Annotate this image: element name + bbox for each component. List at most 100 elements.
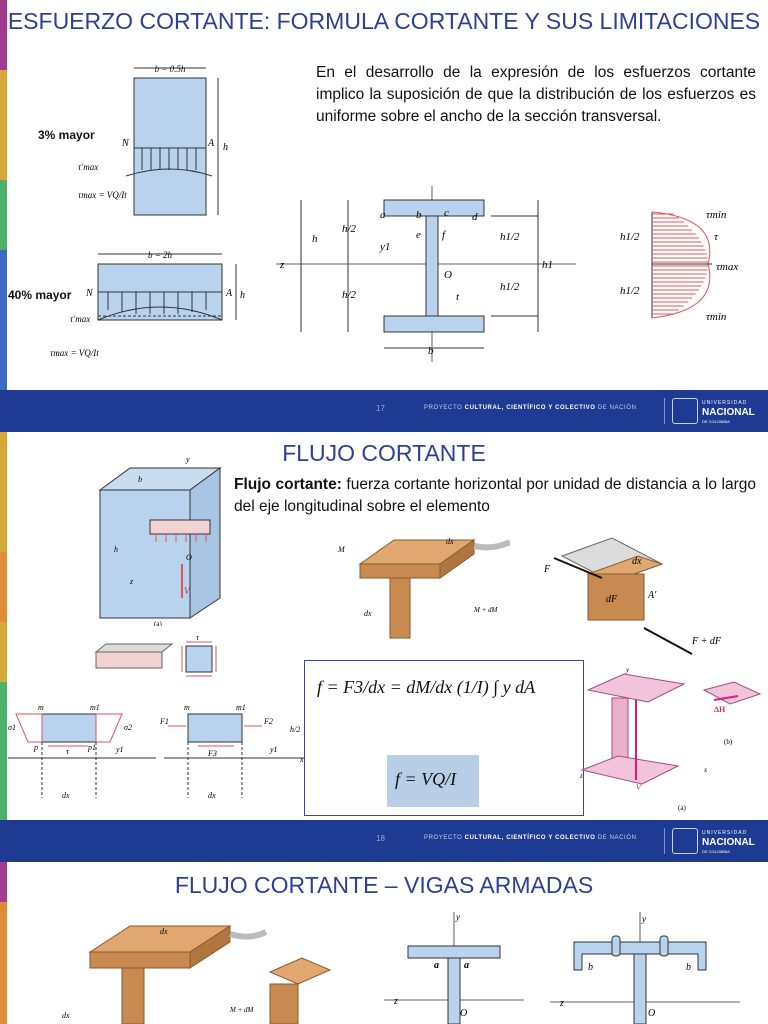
label-f-df: F + dF — [691, 636, 722, 647]
label-f2: F2 — [263, 717, 273, 726]
label-x-pink: x — [703, 766, 708, 774]
label-o: O — [186, 553, 192, 562]
label-fig-b: (b) — [724, 738, 733, 746]
tau-prime-bottom: τ′max — [70, 314, 90, 324]
label-delta-h: ΔH — [714, 705, 726, 714]
dim-b-bottom: b = 2h — [148, 250, 173, 260]
label-f3: F3 — [207, 749, 217, 758]
label-n-bottom: N — [85, 288, 94, 299]
label-sigma1: σ1 — [8, 723, 16, 732]
label-n-top: N — [121, 138, 130, 149]
dim-b-top: b = 0.5h — [155, 64, 186, 74]
dist-h12-bot: h1/2 — [620, 285, 640, 297]
label-z-ch: z — [559, 998, 564, 1009]
label-a-left: a — [434, 960, 439, 971]
university-seal-icon — [672, 828, 698, 854]
label-df: dF — [606, 594, 618, 605]
label-x-b: x — [299, 755, 304, 764]
built-up-channel-figure: y b b z O — [550, 912, 740, 1024]
label-y: y — [185, 455, 190, 464]
label-y-t: y — [455, 912, 460, 922]
label-dx-s3: dx — [160, 927, 168, 936]
ibeam-h1: h1 — [542, 259, 553, 271]
footer-band-slide1: 17 PROYECTO CULTURAL, CIENTÍFICO Y COLEC… — [0, 390, 768, 432]
label-dx-top: dx — [446, 537, 454, 546]
label-40-percent: 40% mayor — [8, 288, 72, 302]
page-number: 17 — [376, 404, 385, 413]
formula-box: f = F3/dx = dM/dx (1/I) ∫ y dA f = VQ/I — [304, 660, 584, 816]
ibeam-h12-top: h1/2 — [500, 231, 520, 243]
dim-h-bottom: h — [240, 290, 245, 301]
label-z-t: z — [393, 996, 398, 1007]
label-v: V — [184, 586, 191, 596]
ibeam-z: z — [279, 259, 285, 271]
label-fig-a-pink: (a) — [678, 804, 686, 812]
accent-strip — [0, 180, 7, 250]
accent-strip — [0, 432, 7, 552]
slice-forces-figure: F F + dF dF A′ dx — [543, 537, 722, 655]
slide-title: FLUJO CORTANTE — [282, 440, 486, 466]
accent-strip — [0, 862, 7, 902]
tau-max-top: τmax = VQ/It — [78, 190, 127, 200]
label-h2-b: h/2 — [290, 725, 300, 734]
ibeam-bw: b — [428, 345, 434, 357]
label-b-right: b — [686, 962, 691, 973]
slide-title: ESFUERZO CORTANTE: FORMULA CORTANTE Y SU… — [7, 8, 761, 34]
ibeam-h2-top: h/2 — [342, 223, 357, 235]
accent-strip — [0, 70, 7, 180]
footer-text: PROYECTO CULTURAL, CIENTÍFICO Y COLECTIV… — [424, 405, 637, 411]
ibeam-o: O — [444, 269, 452, 281]
wood-beam-figure: M M + dM dx dx — [337, 537, 510, 639]
ibeam-e: e — [416, 229, 421, 241]
label-m-dm-s3: M + dM — [229, 1006, 255, 1014]
ibeam-d: d — [472, 211, 478, 223]
dist-h12-top: h1/2 — [620, 231, 640, 243]
label-dx-b: dx — [208, 791, 216, 800]
ibeam-f: f — [442, 229, 447, 241]
label-y-ch: y — [641, 914, 646, 924]
rect-section-figure: b = 0.5h h N A τ′max τmax = VQ/It b = 2h… — [50, 64, 245, 358]
label-m1-a: m1 — [90, 703, 100, 712]
label-p-a: p — [33, 743, 38, 752]
label-tau-small: τ — [196, 633, 200, 642]
label-f1: F1 — [159, 717, 169, 726]
ibeam-y1: y1 — [379, 241, 390, 253]
label-o-t: O — [460, 1008, 467, 1019]
accent-strip — [0, 0, 7, 70]
footer-divider — [664, 828, 665, 854]
label-v-pink: V — [636, 783, 642, 792]
label-y1-a: y1 — [115, 745, 124, 754]
label-m-b: m — [184, 703, 190, 712]
label-tau-a: τ — [66, 747, 70, 756]
accent-strip — [0, 682, 7, 820]
label-dx-left: dx — [364, 609, 372, 618]
definition: Flujo cortante: fuerza cortante horizont… — [234, 476, 757, 515]
ibeam-t: t — [456, 291, 460, 303]
slide-18: FLUJO CORTANTE Flujo cortante: fuerza co… — [0, 432, 768, 820]
tau-prime-top: τ′max — [78, 162, 98, 172]
label-sigma2: σ2 — [124, 723, 132, 732]
footer-band-slide2: 18 PROYECTO CULTURAL, CIENTÍFICO Y COLEC… — [0, 820, 768, 862]
tau-max-bottom: τmax = VQ/It — [50, 348, 99, 358]
label-m-a: m — [38, 703, 44, 712]
ibeam-figure: h h/2 h/2 h1/2 h1/2 h1 z a b c d e f y1 … — [276, 186, 576, 362]
label-f: F — [543, 564, 551, 575]
label-o-ch: O — [648, 1008, 655, 1019]
label-dx-left-s3: dx — [62, 1011, 70, 1020]
label-m1-b: m1 — [236, 703, 246, 712]
ibeam-h2-bot: h/2 — [342, 289, 357, 301]
label-fig-a: (a) — [154, 620, 162, 626]
label-b: b — [138, 475, 142, 484]
label-a-right: a — [464, 960, 469, 971]
label-dx-slice: dx — [632, 556, 642, 567]
built-up-t-figure: y a a z O — [384, 912, 524, 1024]
dist-tmin-bot: τmin — [706, 311, 727, 323]
dist-tmax: τmax — [716, 261, 738, 273]
accent-strip — [0, 622, 7, 682]
ibeam-b: b — [416, 209, 422, 221]
built-up-wood-figure: dx M + dM dx — [62, 925, 332, 1024]
label-z: z — [129, 577, 134, 586]
label-b-left: b — [588, 962, 593, 973]
